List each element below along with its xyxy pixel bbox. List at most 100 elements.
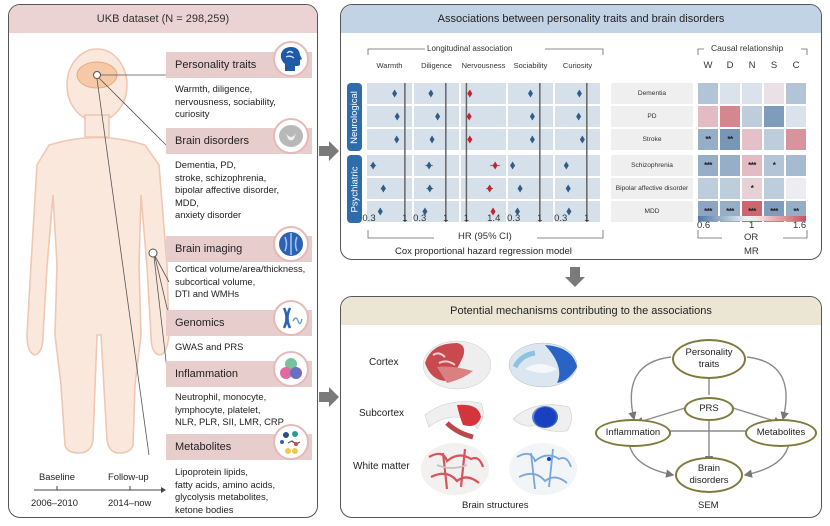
category-label: Metabolites (175, 441, 232, 453)
forest-cell (461, 201, 506, 222)
forest-cell (367, 201, 412, 222)
desc-line: fatty acids, amino acids, (175, 478, 276, 490)
hr-point-nervousness-3 (492, 161, 498, 170)
node-text: Inflammation (605, 427, 661, 438)
desc-line: lymphocyte, platelet, (175, 403, 261, 415)
mr-cell-s-3: * (764, 155, 784, 176)
category-label: Brain disorders (175, 135, 249, 147)
hr-point-sociability-0 (528, 89, 533, 98)
trait-header-nervousness: Nervousness (461, 61, 506, 70)
hr-point-warmth-0 (392, 89, 398, 98)
followup-label: Follow-up (108, 471, 149, 482)
mechanisms-title: Potential mechanisms contributing to the… (341, 297, 821, 325)
group-tab-psychiatric: Psychiatric (347, 155, 362, 223)
hr-label: HR (95% CI) (458, 231, 512, 242)
desc-line: subcortical volume, (175, 275, 256, 287)
disease-label-schizophrenia: Schizophrenia (611, 155, 693, 176)
disease-label-pd: PD (611, 106, 693, 127)
forest-cell (414, 178, 459, 199)
hr-point-nervousness-5 (490, 207, 496, 216)
hr-point-curiosity-3 (563, 161, 569, 170)
hr-tick-label: 0.3 (507, 213, 520, 224)
mr-cell-n-4: * (742, 178, 762, 199)
edge-metabolites-disorders (743, 442, 790, 478)
node-metabolites: Metabolites (745, 419, 817, 447)
forest-cell (367, 155, 412, 176)
cortex-label: Cortex (369, 357, 399, 368)
hr-point-warmth-3 (370, 161, 376, 170)
edge-personality-metabolites (746, 356, 789, 421)
category-label: Personality traits (175, 59, 257, 71)
trait-header-diligence: Diligence (421, 61, 452, 70)
desc-line: Cortical volume/area/thickness, (175, 263, 306, 274)
hr-tick-label: 1 (402, 213, 407, 224)
hr-point-curiosity-2 (579, 135, 585, 144)
metabolites-description: Lipoprotein lipids, fatty acids, amino a… (175, 466, 317, 516)
hr-tick-label: 1 (443, 213, 448, 224)
mr-cell-n-3: *** (742, 155, 762, 176)
disease-label-stroke: Stroke (611, 129, 693, 150)
forest-cell (367, 129, 412, 150)
desc-line: Dementia, PD, (175, 159, 236, 170)
forest-cell (508, 155, 553, 176)
abbrev-header-s: S (770, 60, 778, 71)
mr-cell-s-0 (764, 83, 784, 104)
brain-structures-caption: Brain structures (462, 500, 529, 511)
forest-cell (555, 129, 600, 150)
hr-point-curiosity-4 (565, 184, 571, 193)
node-text: traits (698, 359, 720, 370)
desc-line: nervousness, sociability, (175, 95, 276, 107)
hr-tick-label: 1 (537, 213, 542, 224)
desc-line: Warmth, diligence, (175, 83, 253, 94)
or-colorbar (698, 216, 806, 221)
forest-cell (414, 83, 459, 104)
hr-point-sociability-5 (514, 207, 520, 216)
hr-bracket (367, 230, 604, 239)
desc-line: NLR, PLR, SII, LMR, CRP (175, 416, 284, 428)
associations-title: Associations between personality traits … (341, 5, 821, 33)
forest-cell (461, 155, 506, 176)
mr-cell-n-0 (742, 83, 762, 104)
hr-point-curiosity-1 (576, 112, 582, 121)
mr-cell-c-3 (786, 155, 806, 176)
hr-point-sociability-1 (529, 112, 535, 121)
mr-cell-s-2 (764, 129, 784, 150)
node-text: Personality (685, 347, 733, 358)
edge-personality-inflammation (628, 356, 672, 421)
forest-cell (461, 106, 506, 127)
or-bracket (697, 230, 808, 239)
forest-cell (414, 129, 459, 150)
hr-point-sociability-4 (517, 184, 523, 193)
sem-caption: SEM (698, 500, 719, 511)
disease-label-dementia: Dementia (611, 83, 693, 104)
hr-point-diligence-4 (427, 184, 433, 193)
arrow-right-icon (319, 141, 339, 161)
hr-point-diligence-1 (435, 112, 441, 121)
mr-cell-w-2: ** (698, 129, 718, 150)
disease-label-mdd: MDD (611, 201, 693, 222)
desc-line: anxiety disorder (175, 209, 242, 221)
forest-cell (414, 155, 459, 176)
brain-structures-images (421, 340, 578, 495)
brain-imaging-description: Cortical volume/area/thickness, subcorti… (175, 263, 317, 301)
mr-cell-s-4 (764, 178, 784, 199)
brain-section-icon (273, 118, 309, 154)
brain-scan-icon (273, 226, 309, 262)
abbrev-header-n: N (748, 60, 756, 71)
node-text: disorders (689, 475, 729, 486)
node-inflammation: Inflammation (595, 419, 671, 447)
head-brain-icon (273, 41, 309, 77)
node-text: Brain (697, 463, 721, 474)
hr-point-nervousness-4 (487, 184, 493, 193)
trait-header-curiosity: Curiosity (562, 61, 593, 70)
category-label: Genomics (175, 317, 225, 329)
hr-point-sociability-3 (510, 161, 516, 170)
mr-cell-w-4 (698, 178, 718, 199)
trait-header-sociability: Sociability (513, 61, 548, 70)
inflammation-description: Neutrophil, monocyte, lymphocyte, platel… (175, 391, 317, 429)
cortex-blue-brain (508, 342, 578, 388)
immune-cells-icon (273, 351, 309, 387)
